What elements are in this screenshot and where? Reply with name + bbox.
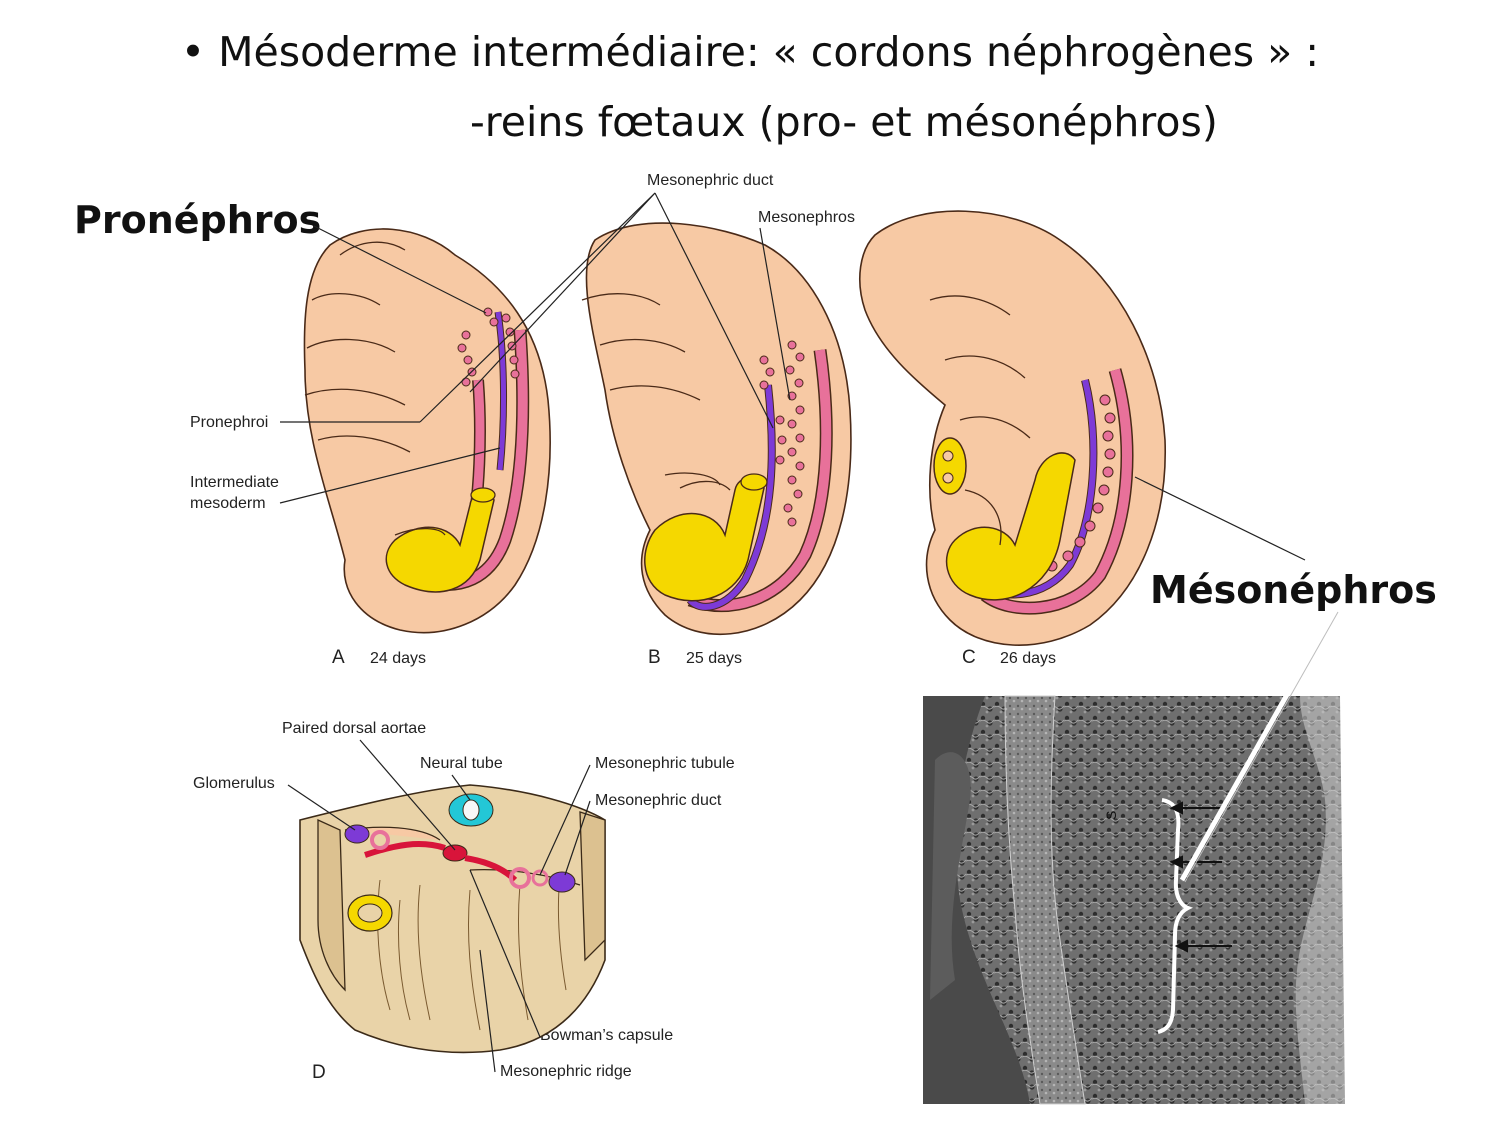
panel-b-letter: B	[648, 647, 661, 668]
label-intermediate-mesoderm-2: mesoderm	[190, 495, 266, 512]
label-mesonephros-top: Mesonephros	[758, 209, 855, 226]
sem-letter-s: S	[1103, 811, 1119, 820]
embryo-c	[859, 210, 1166, 646]
panel-a-letter: A	[332, 647, 345, 668]
label-pronephroi: Pronephroi	[190, 414, 269, 431]
label-mesonephric-ridge: Mesonephric ridge	[500, 1063, 632, 1080]
label-mesonephric-tubule: Mesonephric tubule	[595, 755, 735, 772]
label-neural-tube: Neural tube	[420, 755, 503, 772]
pronephros-callout: Pronéphros	[74, 198, 322, 242]
mesonephros-callout-line	[1179, 608, 1338, 882]
label-mesonephric-duct-top: Mesonephric duct	[647, 172, 774, 189]
d-leader-lines	[287, 739, 591, 1073]
mesonephros-callout-shadow	[1184, 611, 1339, 883]
label-mesonephric-duct-d: Mesonephric duct	[595, 792, 722, 809]
panel-a-caption: 24 days	[370, 650, 427, 667]
cross-section-d	[299, 784, 606, 1054]
panel-c-caption: 26 days	[1000, 650, 1057, 667]
label-paired-dorsal-aortae: Paired dorsal aortae	[282, 720, 427, 737]
slide-title-line-2: -reins fœtaux (pro- et mésonéphros)	[470, 98, 1218, 146]
top-leader-lines	[279, 192, 1306, 561]
panel-b-caption: 25 days	[686, 650, 743, 667]
panel-c-letter: C	[962, 647, 976, 668]
slide-title-line-1: • Mésoderme intermédiaire: « cordons nép…	[180, 28, 1320, 76]
sem-micrograph	[923, 695, 1373, 1105]
embryo-b	[581, 222, 852, 635]
panel-d-letter: D	[312, 1062, 326, 1083]
label-glomerulus: Glomerulus	[193, 775, 275, 792]
label-intermediate-mesoderm-1: Intermediate	[190, 474, 279, 491]
embryo-a	[303, 228, 551, 634]
label-bowmans-capsule: Bowman’s capsule	[540, 1027, 674, 1044]
mesonephros-callout: Mésonéphros	[1150, 568, 1437, 612]
